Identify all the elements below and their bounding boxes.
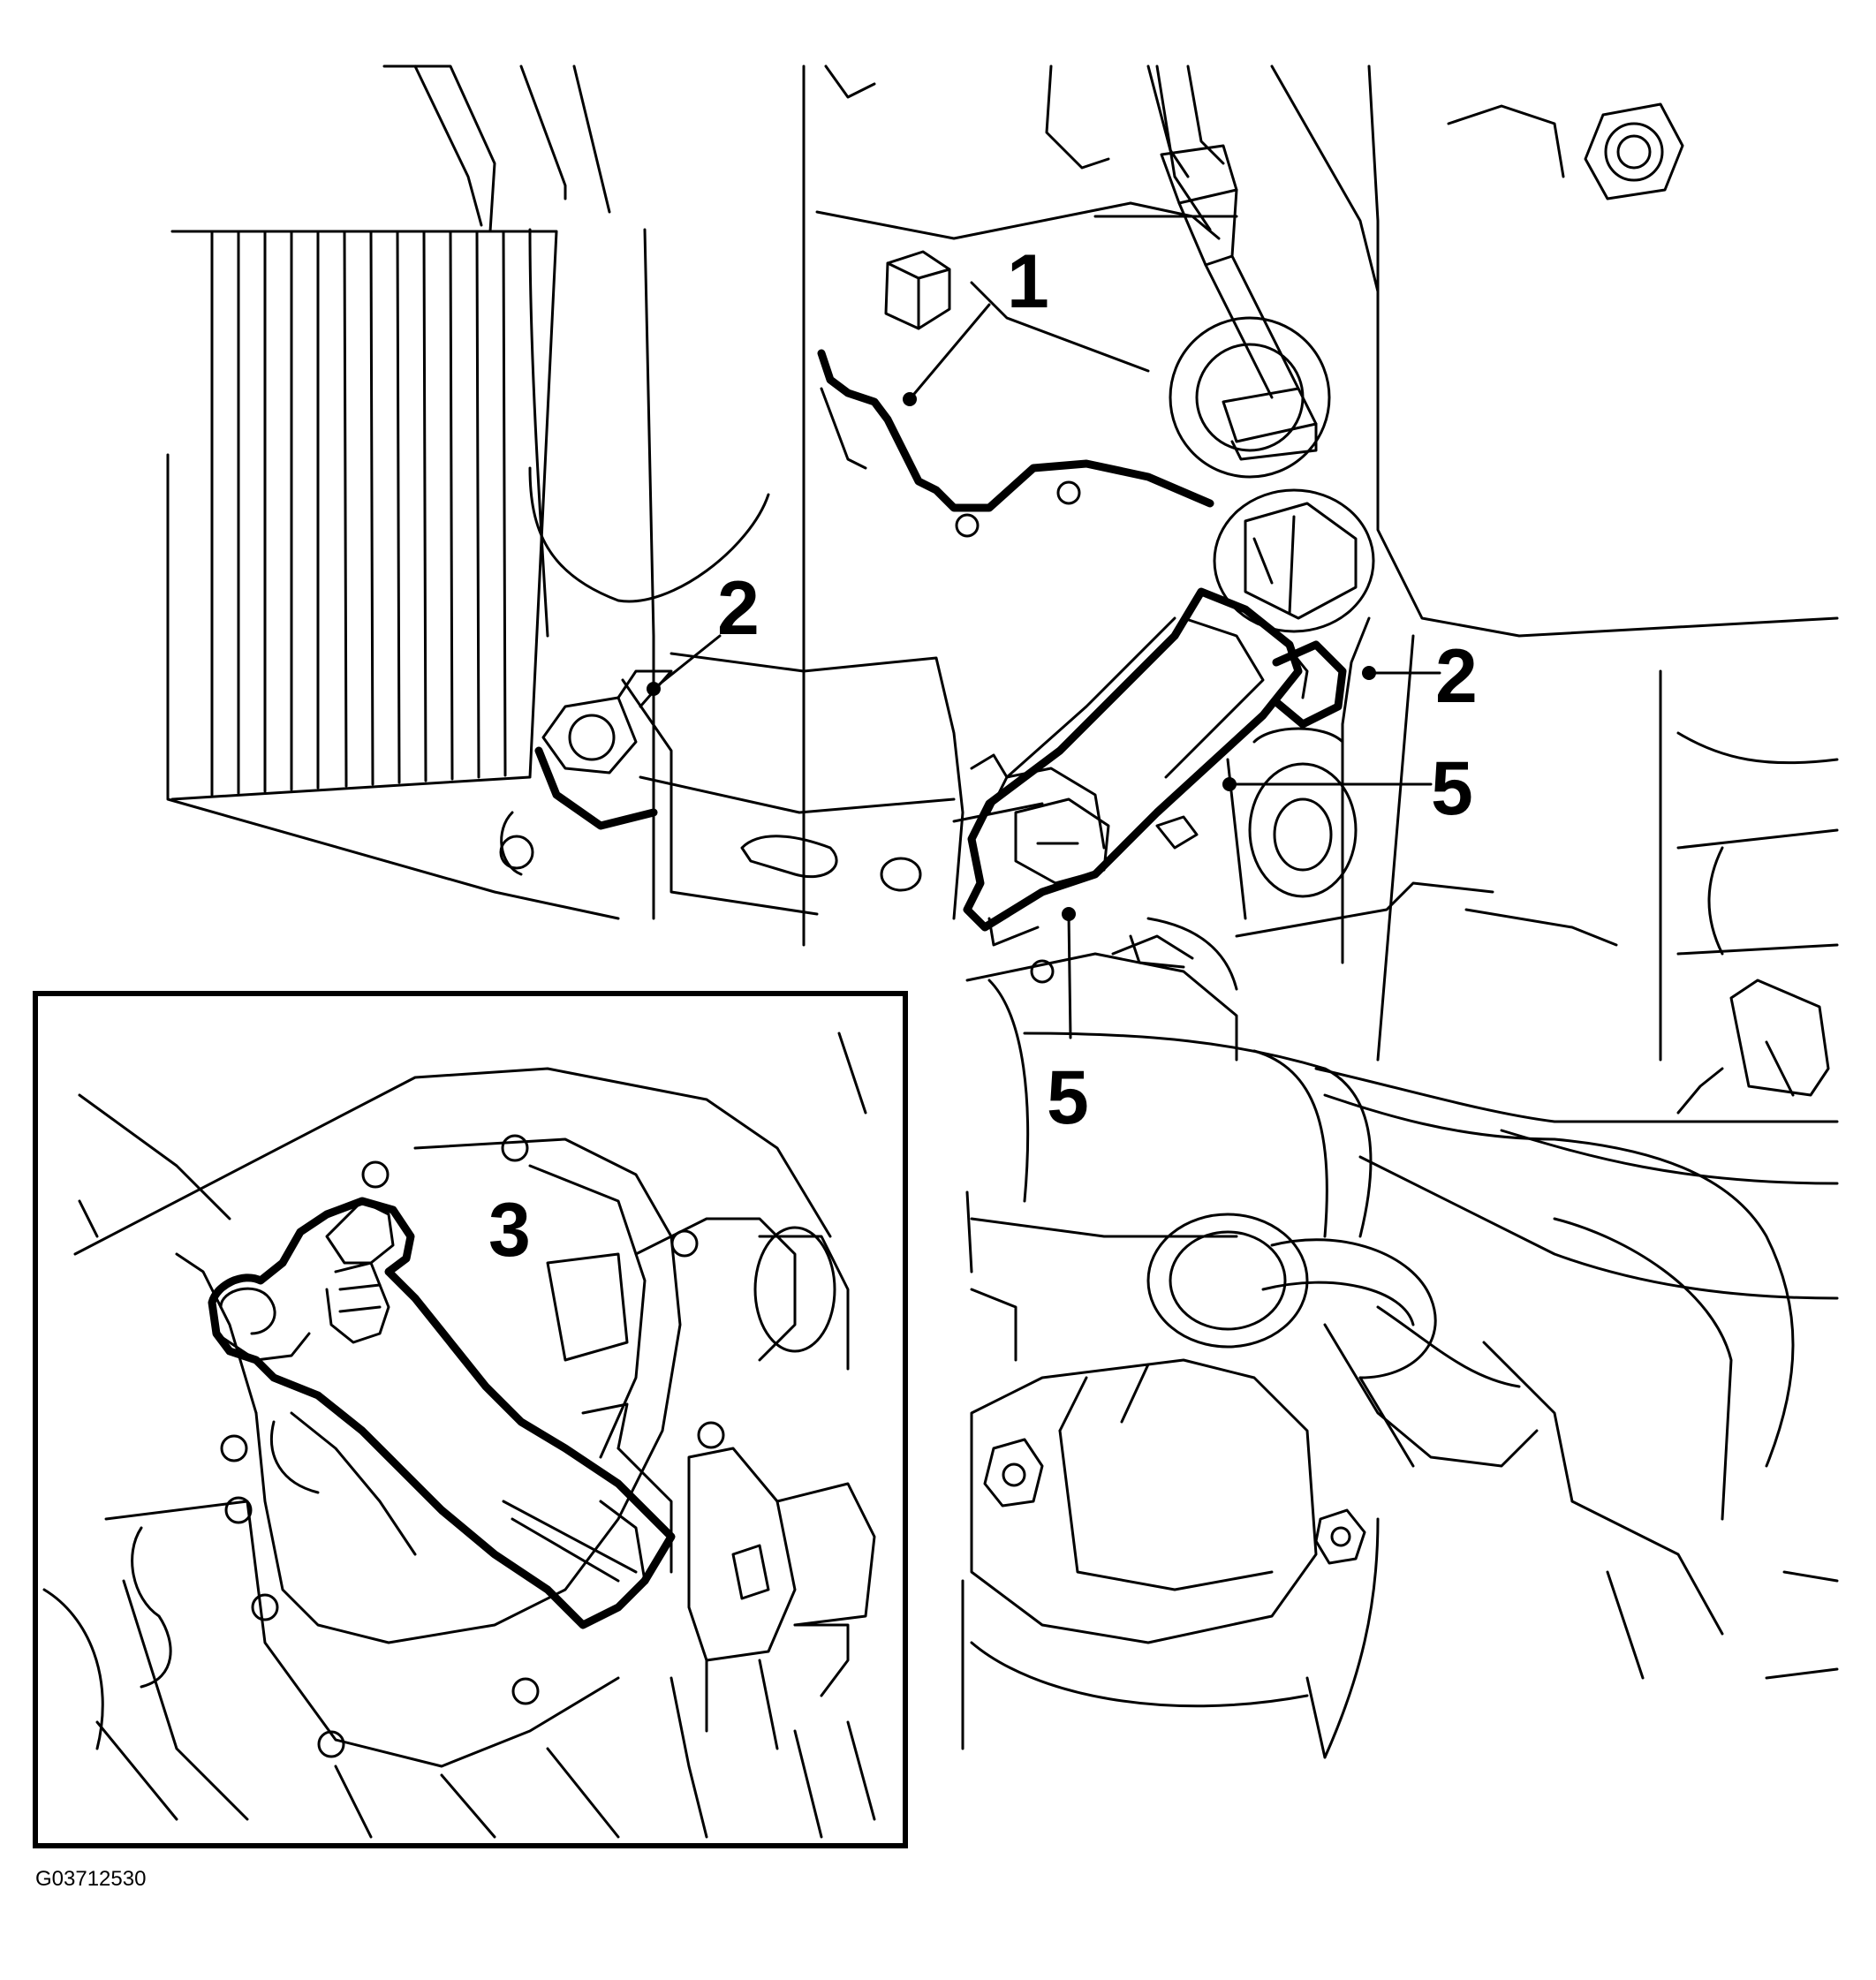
- leader-5-lower-dot: [1062, 907, 1076, 921]
- nut-top-right: [1584, 102, 1684, 200]
- callouts: 1 2 2 5 5 3: [488, 239, 1478, 1273]
- leader-lines: [435, 303, 1441, 1301]
- leader-2-left-dot: [647, 682, 661, 696]
- leader-1-dot: [903, 392, 917, 406]
- radiator-fins: [166, 230, 620, 920]
- main-hose: [970, 979, 1839, 1521]
- inset-detail-view: [33, 991, 908, 1848]
- leader-1: [908, 303, 991, 401]
- engine-housing: [382, 64, 1839, 947]
- leader-2-left: [652, 634, 722, 691]
- callout-2-left: 2: [717, 566, 760, 651]
- callout-2-right: 2: [1435, 634, 1478, 719]
- shift-cable: [1146, 64, 1331, 479]
- figure-id: G03712530: [35, 1867, 146, 1891]
- lower-housing: [961, 1190, 1839, 1759]
- right-components: [965, 616, 1839, 1115]
- bracket-part-1: [817, 349, 1214, 538]
- bolt-upper: [884, 250, 951, 330]
- stay-bracket-left: [499, 466, 1044, 920]
- selector-lever: [963, 587, 1303, 947]
- leader-5-lower: [1067, 912, 1072, 1039]
- hose-connector: [1146, 1213, 1574, 1503]
- tool-part-3: [208, 1197, 676, 1629]
- leader-2-right-dot: [1362, 666, 1376, 680]
- callout-5-right: 5: [1431, 746, 1473, 831]
- callout-1: 1: [1007, 239, 1049, 324]
- ball-joint: [1213, 488, 1375, 633]
- callout-3: 3: [488, 1188, 531, 1273]
- callout-5-lower: 5: [1047, 1055, 1089, 1140]
- lever-nut-right: [1272, 640, 1347, 729]
- leader-5-right-dot: [1222, 777, 1237, 791]
- main-view: [166, 64, 1839, 1759]
